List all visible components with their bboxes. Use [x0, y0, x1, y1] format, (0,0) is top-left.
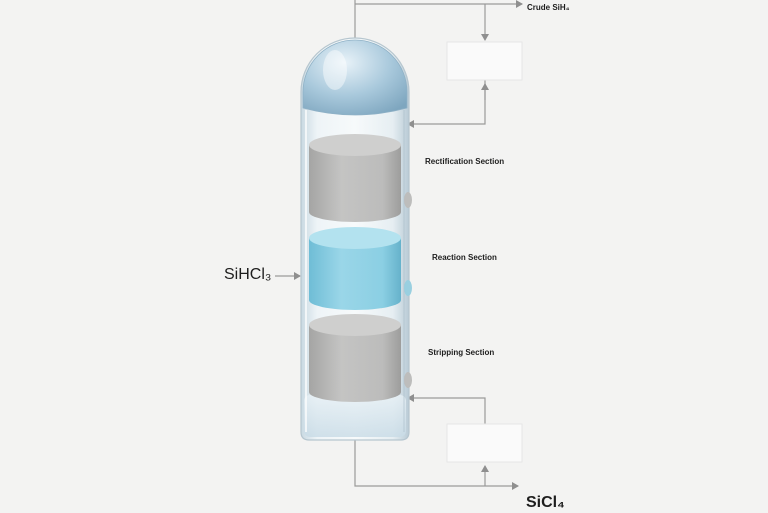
rectification-section-label: Rectification Section	[425, 157, 505, 166]
condenser-unit	[446, 41, 523, 81]
bottoms-line	[354, 440, 519, 490]
reaction-section-packing	[309, 227, 412, 310]
top-piping	[354, 0, 523, 128]
stripping-section-label: Stripping Section	[428, 348, 495, 357]
reflux-line	[407, 80, 486, 128]
dome-highlight	[323, 50, 347, 90]
sicl4-product-label: SiCl₄	[526, 494, 565, 511]
sihcl3-feed-label: SiHCl₃	[224, 266, 272, 283]
reboiler-unit	[446, 423, 523, 463]
reaction-section-label: Reaction Section	[432, 253, 497, 262]
column-dome	[302, 39, 408, 116]
rectification-section-packing	[309, 134, 412, 222]
stripping-section-packing	[309, 314, 412, 402]
crude-sih4-label: Crude SiH₄	[527, 3, 570, 12]
column-bottom-liquid	[304, 395, 406, 437]
